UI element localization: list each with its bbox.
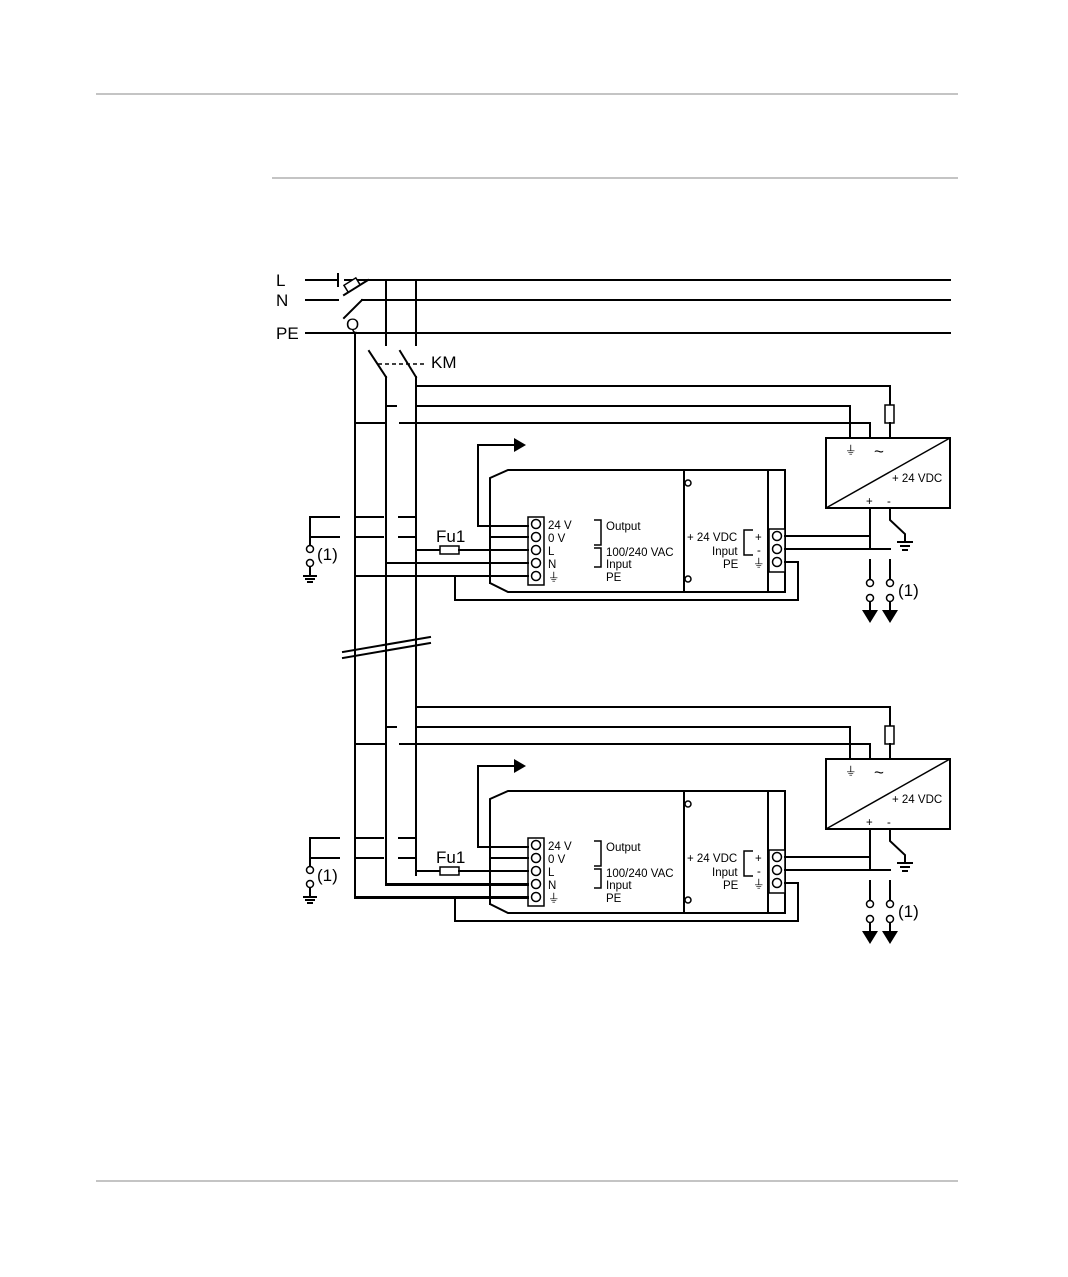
right-terminal-minus: - (757, 545, 761, 557)
conv-minus: - (887, 496, 891, 508)
pe-label: PE (606, 572, 622, 584)
right-pe: PE (723, 880, 739, 892)
module-2-labels: Fu1 (1) (1) 24 V 0 V L N ⏚ Output 100/24… (317, 763, 942, 921)
fuse-label: Fu1 (436, 848, 465, 867)
right-voltage: + 24 VDC (687, 532, 737, 544)
conv-plus: + (866, 817, 873, 829)
conv-ac: ~ (874, 763, 884, 782)
output-label: Output (606, 521, 641, 533)
terminal-24v: 24 V (548, 520, 572, 532)
conv-output: + 24 VDC (892, 473, 942, 485)
bus-l-label: L (276, 271, 285, 290)
right-terminal-pe: ⏚ (753, 878, 765, 891)
right-input: Input (712, 867, 738, 879)
terminal-pe: ⏚ (548, 571, 560, 584)
conv-earth: ⏚ (845, 444, 857, 457)
module-2 (303, 706, 951, 945)
breaker-label: Q (346, 315, 359, 334)
conv-earth: ⏚ (845, 765, 857, 778)
terminal-l: L (548, 546, 555, 558)
output-note: (1) (898, 581, 919, 600)
module-1 (303, 385, 951, 624)
bus-n-label: N (276, 291, 288, 310)
terminal-l: L (548, 867, 555, 879)
terminal-24v: 24 V (548, 841, 572, 853)
ground-note: (1) (317, 866, 338, 885)
conv-output: + 24 VDC (892, 794, 942, 806)
terminal-pe: ⏚ (548, 892, 560, 905)
right-input: Input (712, 546, 738, 558)
conv-plus: + (866, 496, 873, 508)
bus-pe-label: PE (276, 324, 299, 343)
terminal-n: N (548, 880, 556, 892)
conv-ac: ~ (874, 442, 884, 461)
right-terminal-pe: ⏚ (753, 557, 765, 570)
input-voltage: 100/240 VAC (606, 547, 674, 559)
pe-label: PE (606, 893, 622, 905)
right-pe: PE (723, 559, 739, 571)
fuse-label: Fu1 (436, 527, 465, 546)
ground-note: (1) (317, 545, 338, 564)
output-note: (1) (898, 902, 919, 921)
contactor-km (367, 279, 426, 886)
output-label: Output (606, 842, 641, 854)
right-terminal-minus: - (757, 866, 761, 878)
break-marks (341, 635, 432, 660)
conv-minus: - (887, 817, 891, 829)
input-label: Input (606, 559, 632, 571)
module-1-labels: Fu1 (1) (1) 24 V 0 V L N ⏚ Output 100/24… (317, 442, 942, 600)
terminal-0v: 0 V (548, 854, 566, 866)
terminal-0v: 0 V (548, 533, 566, 545)
input-voltage: 100/240 VAC (606, 868, 674, 880)
input-label: Input (606, 880, 632, 892)
right-voltage: + 24 VDC (687, 853, 737, 865)
right-terminal-plus: + (755, 853, 762, 865)
contactor-label: KM (431, 353, 457, 372)
bus-bars (305, 273, 951, 334)
breaker-q (342, 276, 370, 320)
right-terminal-plus: + (755, 532, 762, 544)
terminal-n: N (548, 559, 556, 571)
